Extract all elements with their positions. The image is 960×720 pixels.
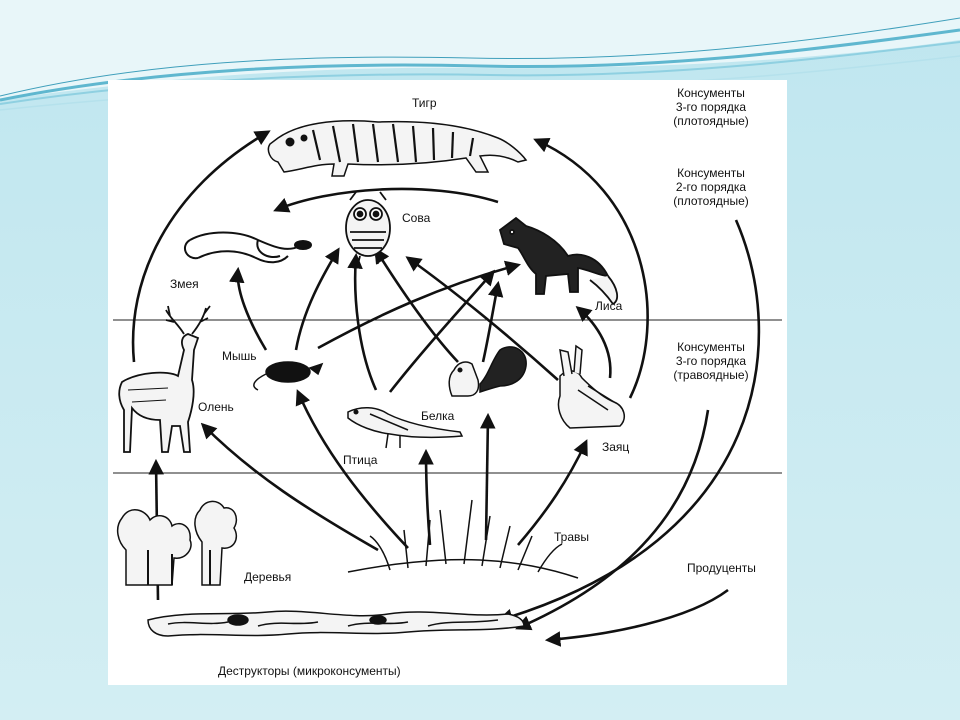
arrow-hare-tiger [533,137,649,399]
label-bird: Птица [343,453,378,467]
arrow-squirrel-fox [481,280,504,363]
arrow-hare-owl [405,256,559,381]
arrow-grass-mouse [295,389,409,549]
snake-illustration [183,231,312,264]
level-herbivores: Консументы 3-го порядка (травоядные) [653,340,769,382]
level-type: (плотоядные) [673,114,749,128]
fox-illustration [498,216,619,306]
deer-illustration [118,305,211,453]
trees-illustration [116,500,238,586]
level-title: Консументы [677,340,745,354]
arrow-fox-snake [273,187,499,213]
squirrel-illustration [448,346,527,397]
arrow-squirrel-owl [374,247,459,363]
food-web-diagram: Тигр Сова Змея Лиса Мышь Олень Белка Пти… [108,80,787,685]
level-type: (травоядные) [673,368,749,382]
mouse-illustration [253,361,324,391]
label-deer: Олень [198,400,234,414]
level-order: 2-го порядка [675,180,747,194]
energy-flow-arrows [131,130,761,647]
bird-illustration [347,407,464,449]
level-order: 3-го порядка [675,100,747,114]
level-second-order-carnivores: Консументы 2-го порядка (плотоядные) [653,166,769,208]
label-producers: Продуценты [687,561,756,575]
diagram-canvas [113,120,782,647]
label-tiger: Тигр [412,96,437,110]
arrow-grass-hare [517,439,588,546]
arrow-grass-bird [418,448,434,546]
owl-illustration [345,191,391,265]
decomposers-illustration [147,610,525,637]
arrow-grass-deer [200,422,379,552]
arrow-bird-owl [347,252,378,391]
label-hare: Заяц [602,440,630,454]
level-order: 3-го порядка [675,354,747,368]
label-trees: Деревья [244,570,292,584]
label-mouse: Мышь [222,349,257,363]
level-title: Консументы [677,166,745,180]
header-wave [0,0,960,100]
arrow-mouse-snake [229,266,268,351]
arrow-hare-fox [575,305,612,379]
tiger-illustration [267,120,528,177]
arrow-c3-decomposers [497,219,761,624]
label-fox: Лиса [595,299,623,313]
arrow-grass-squirrel [479,412,496,541]
arrow-producers-decomposers [544,588,729,647]
grasses-illustration [347,499,579,579]
label-grasses: Травы [554,530,590,544]
arrow-deer-tiger [131,130,271,363]
arrow-bird-fox [388,269,496,393]
arrow-herb-decomposers [515,409,710,631]
hare-illustration [557,344,625,429]
label-owl: Сова [402,211,431,225]
level-title: Консументы [677,86,745,100]
label-squirrel: Белка [421,409,455,423]
label-decomposers: Деструкторы (микроконсументы) [218,664,401,678]
label-snake: Змея [170,277,199,291]
arrow-mouse-owl [294,247,340,351]
level-third-order-carnivores: Консументы 3-го порядка (плотоядные) [653,86,769,128]
level-type: (плотоядные) [673,194,749,208]
